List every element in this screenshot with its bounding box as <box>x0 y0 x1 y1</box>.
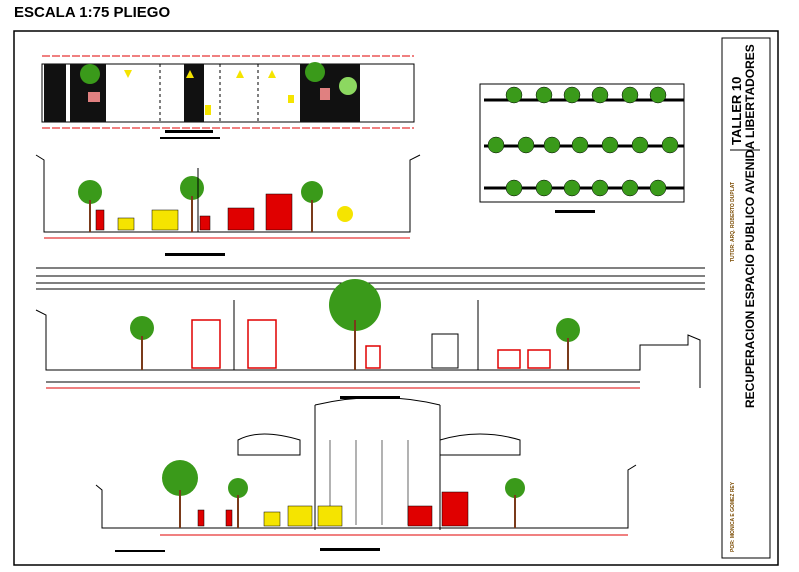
tutor-label: TUTOR: ARQ. ROBERTO DUPLAT <box>730 181 736 262</box>
sheet-frame <box>13 30 779 566</box>
tree-plan-view <box>479 83 685 213</box>
workshop-title: TALLER 10 <box>729 76 744 145</box>
author-label: POR: MONICA E GOMEZ REY <box>730 481 736 552</box>
street-section-2 <box>35 279 701 399</box>
street-plan-view <box>41 55 415 139</box>
street-section-3 <box>95 397 637 552</box>
project-title: RECUPERACION ESPACIO PUBLICO AVENIDA LIB… <box>743 44 757 408</box>
scale-label: ESCALA 1:75 PLIEGO <box>14 4 171 21</box>
title-block-frame <box>721 37 771 559</box>
street-section-1 <box>35 154 421 256</box>
